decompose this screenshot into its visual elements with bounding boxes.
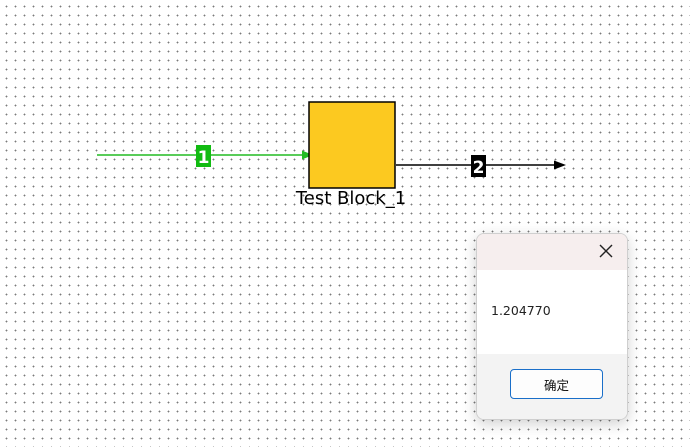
message-dialog: 1.204770 确定 <box>476 233 628 420</box>
input-arrowhead-icon <box>302 150 313 160</box>
dialog-body: 1.204770 <box>477 270 627 354</box>
output-arrowhead-icon <box>554 160 566 170</box>
output-wire-badge-label: 2 <box>473 158 485 178</box>
dialog-titlebar[interactable] <box>477 234 627 270</box>
dialog-message: 1.204770 <box>491 303 551 318</box>
dialog-footer: 确定 <box>477 354 627 419</box>
output-wire-badge: 2 <box>471 155 486 178</box>
ok-button[interactable]: 确定 <box>510 369 603 399</box>
close-icon[interactable] <box>597 242 615 260</box>
input-wire-badge: 1 <box>196 145 211 168</box>
test-block[interactable] <box>308 101 396 189</box>
block-label: Test Block_1 <box>295 188 407 209</box>
input-wire-badge-label: 1 <box>198 148 210 168</box>
